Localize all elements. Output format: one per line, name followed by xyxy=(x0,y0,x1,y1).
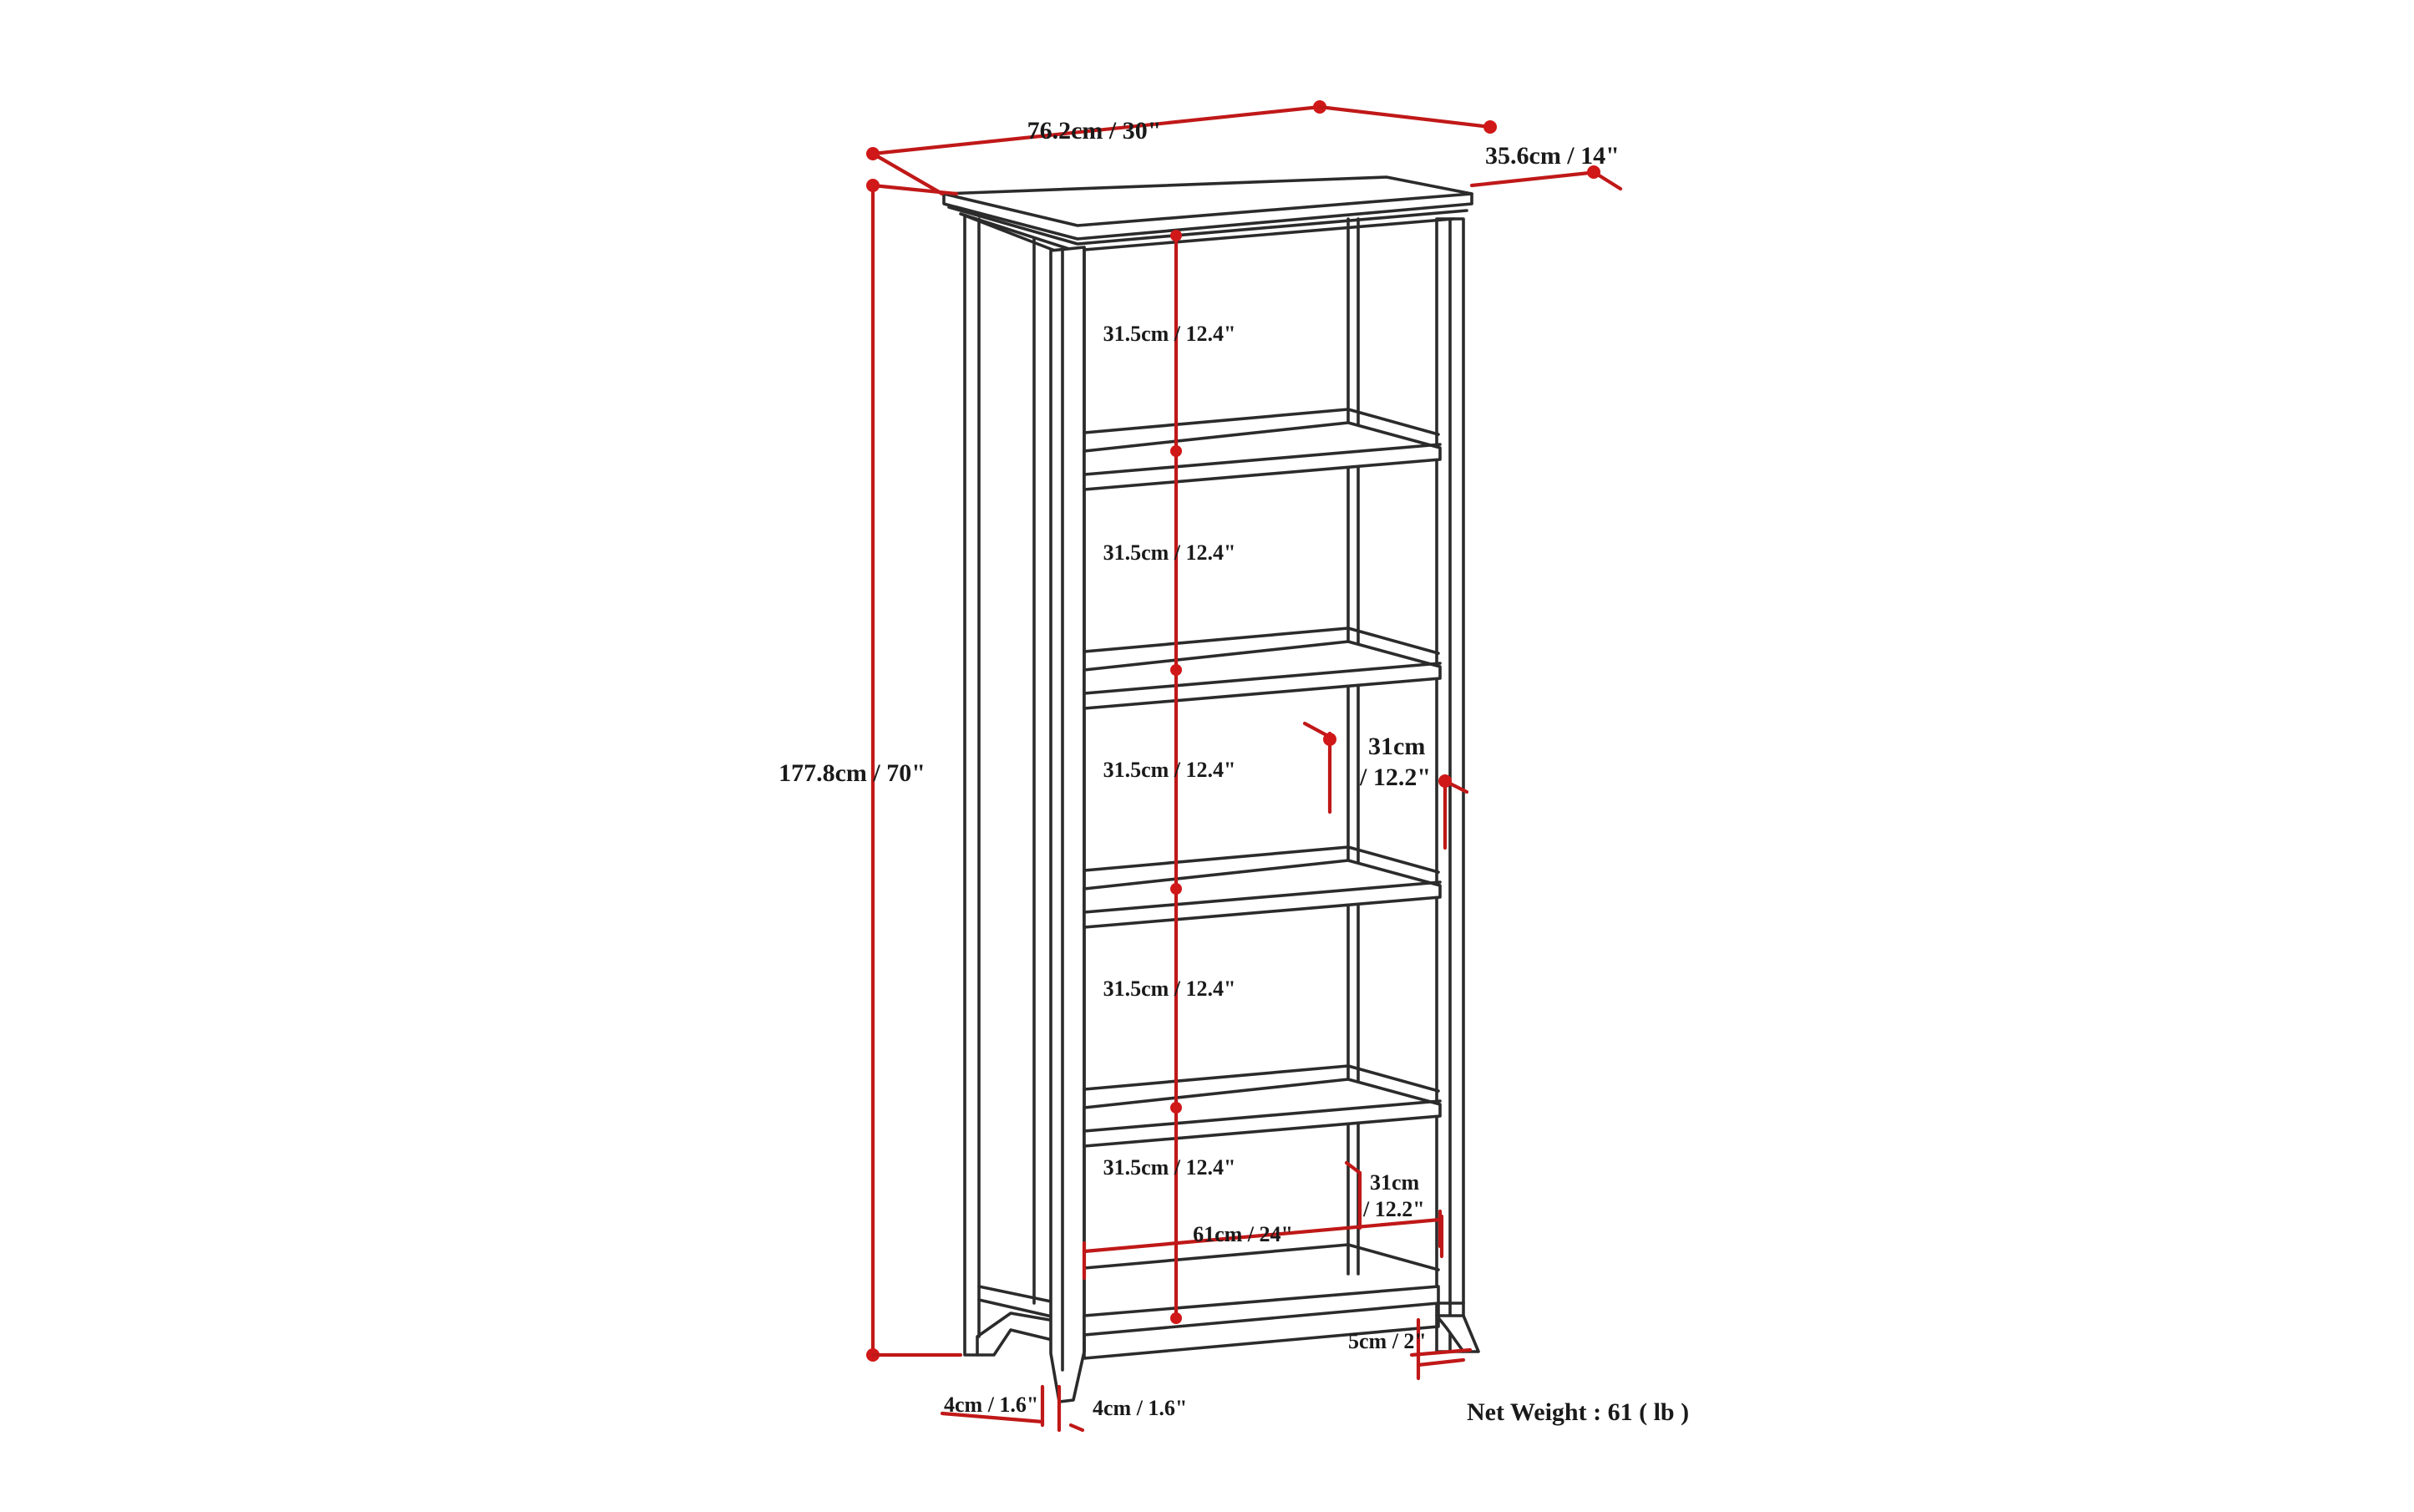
shelf-dimension-dot xyxy=(1170,1312,1182,1324)
front-left-stile xyxy=(1049,246,1086,1403)
shelf-dimension-dot xyxy=(1170,1102,1182,1114)
shelf-dimension-dot xyxy=(1170,664,1182,676)
shelf-depth-upper: 31cm / 12.2" xyxy=(1302,721,1469,850)
shelf-depth-upper-in: / 12.2" xyxy=(1359,764,1431,791)
leg-left-label: 4cm / 1.6" xyxy=(944,1393,1038,1417)
shelf-height-label: 31.5cm / 12.4" xyxy=(1103,977,1236,1001)
net-weight-label: Net Weight : 61 ( lb ) xyxy=(1467,1398,1689,1426)
width-dimension: 76.2cm / 30" xyxy=(866,100,1326,196)
shelf-height-label: 31.5cm / 12.4" xyxy=(1103,322,1236,346)
shelf-height-label: 31.5cm / 12.4" xyxy=(1103,1155,1236,1180)
shelf-dimension-dot xyxy=(1170,883,1182,895)
shelf-depth-upper-cm: 31cm xyxy=(1368,733,1425,760)
depth-label: 35.6cm / 14" xyxy=(1485,142,1620,170)
shelf xyxy=(1083,627,1442,710)
shelf-depth-lower-in: / 12.2" xyxy=(1362,1197,1425,1221)
bookcase-drawing xyxy=(942,175,1480,1403)
shelf-height-label: 31.5cm / 12.4" xyxy=(1103,540,1236,565)
shelf-height-dimensions: 31.5cm / 12.4" 31.5cm / 12.4" 31.5cm / 12.… xyxy=(1103,230,1236,1324)
inner-width-dimension: 61cm / 24" xyxy=(1082,1209,1443,1281)
shelf xyxy=(1083,408,1442,491)
shelf xyxy=(1083,845,1442,929)
left-side-panel xyxy=(963,214,1061,1357)
base-height-dimension: 5cm / 2" xyxy=(1348,1317,1473,1381)
shelves xyxy=(1083,408,1442,1148)
shelf-depth-lower: 31cm / 12.2" xyxy=(1344,1160,1444,1259)
leg-width-dimensions: 4cm / 1.6" 4cm / 1.6" xyxy=(940,1384,1187,1433)
leg-right-label: 4cm / 1.6" xyxy=(1093,1396,1187,1420)
shelf-height-label: 31.5cm / 12.4" xyxy=(1103,758,1236,782)
height-label: 177.8cm / 70" xyxy=(778,759,926,787)
shelf xyxy=(1083,1064,1442,1148)
base-height-label: 5cm / 2" xyxy=(1348,1329,1427,1353)
inner-width-label: 61cm / 24" xyxy=(1193,1222,1293,1246)
width-label: 76.2cm / 30" xyxy=(1027,117,1162,145)
depth-dimension: 35.6cm / 14" xyxy=(1317,104,1623,191)
shelf-dimension-dot xyxy=(1170,445,1182,457)
height-dimension: 177.8cm / 70" xyxy=(778,179,963,1362)
dimension-lines: 76.2cm / 30" 35.6cm / 14" 177.8cm / 70" … xyxy=(778,100,1623,1433)
shelf-depth-lower-cm: 31cm xyxy=(1370,1170,1420,1195)
shelf-dimension-dot xyxy=(1170,230,1182,241)
